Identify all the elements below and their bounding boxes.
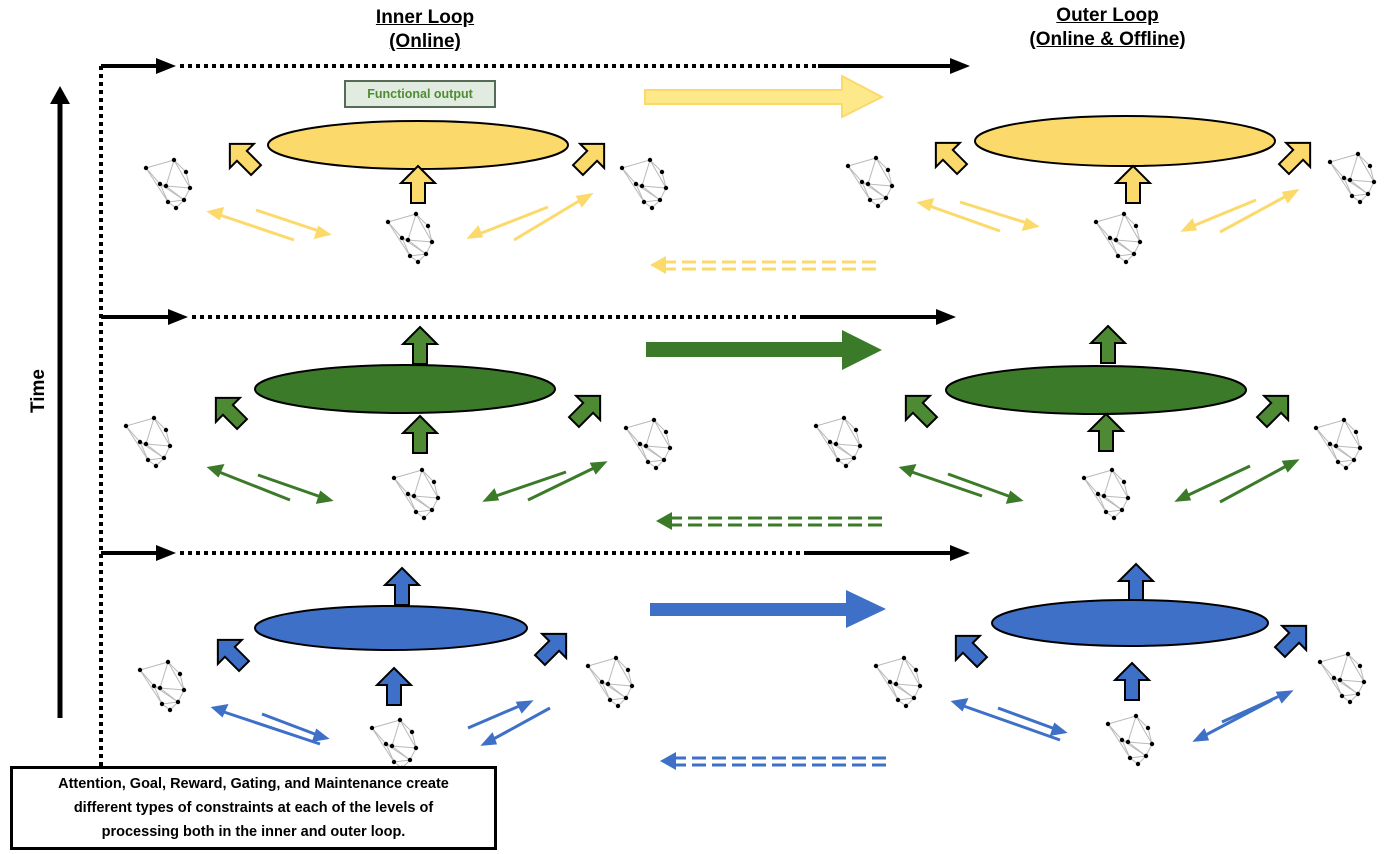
network-graph-icon xyxy=(1313,417,1363,471)
network-graph-icon xyxy=(391,467,441,521)
up-arrow-icon xyxy=(216,130,270,184)
inner-loop-heading: Inner Loop (Online) xyxy=(330,6,520,54)
network-graph-icon xyxy=(385,211,435,265)
inner-ellipse-bottom xyxy=(254,605,528,651)
network-graph-icon xyxy=(873,655,923,709)
outer-loop-heading: Outer Loop (Online & Offline) xyxy=(1000,4,1215,52)
level-middle xyxy=(123,325,1363,530)
network-graph-icon xyxy=(623,417,673,471)
up-arrow-icon xyxy=(1088,413,1124,452)
outer-ellipse-bottom xyxy=(991,599,1269,647)
caption-box: Attention, Goal, Reward, Gating, and Mai… xyxy=(10,766,497,850)
up-arrow-icon xyxy=(1114,662,1150,701)
network-graph-icon xyxy=(1081,467,1131,521)
forward-arrow-middle xyxy=(646,330,882,370)
up-arrow-icon xyxy=(942,622,996,676)
level-bottom xyxy=(137,563,1367,771)
up-arrow-icon xyxy=(1266,612,1320,666)
up-arrow-icon xyxy=(376,667,412,706)
timeline-row-top xyxy=(101,58,970,74)
outer-ellipse-middle xyxy=(945,365,1247,415)
network-graph-icon xyxy=(143,157,193,211)
network-graph-icon xyxy=(845,155,895,209)
network-graph-icon xyxy=(1093,211,1143,265)
up-arrow-icon xyxy=(400,165,436,204)
return-arrow-bottom xyxy=(660,752,888,770)
inner-loop-subtitle: (Online) xyxy=(389,31,461,52)
up-arrow-icon xyxy=(564,130,618,184)
functional-output-box: Functional output xyxy=(344,80,496,108)
up-arrow-icon xyxy=(1115,165,1151,204)
up-arrow-icon xyxy=(560,382,614,436)
up-arrow-icon xyxy=(1090,325,1126,364)
up-arrow-icon xyxy=(402,415,438,454)
up-arrow-icon xyxy=(526,620,580,674)
caption-line-1: Attention, Goal, Reward, Gating, and Mai… xyxy=(58,776,449,792)
up-arrow-icon xyxy=(1248,382,1302,436)
return-arrow-top xyxy=(650,256,878,274)
up-arrow-icon xyxy=(1118,563,1154,602)
return-arrow-middle xyxy=(656,512,884,530)
level-top xyxy=(143,74,1377,274)
time-axis-label: Time xyxy=(28,369,49,414)
inner-ellipse-middle xyxy=(254,364,556,414)
network-graph-icon xyxy=(369,717,419,771)
caption-line-2: different types of constraints at each o… xyxy=(73,800,434,816)
network-graph-icon xyxy=(1327,151,1377,205)
timeline-row-middle xyxy=(101,309,956,325)
outer-ellipse-top xyxy=(974,115,1276,167)
network-graph-icon xyxy=(1317,651,1367,705)
up-arrow-icon xyxy=(892,382,946,436)
up-arrow-icon xyxy=(384,567,420,606)
forward-arrow-top xyxy=(644,74,885,119)
outer-loop-subtitle: (Online & Offline) xyxy=(1029,29,1186,50)
caption-line-3: processing both in the inner and outer l… xyxy=(101,824,406,840)
network-graph-icon xyxy=(813,415,863,469)
network-graph-icon xyxy=(585,655,635,709)
network-graph-icon xyxy=(123,415,173,469)
outer-loop-title: Outer Loop xyxy=(1056,5,1159,26)
inner-loop-title: Inner Loop xyxy=(375,7,475,28)
timeline-row-bottom xyxy=(101,545,970,561)
up-arrow-icon xyxy=(202,384,256,438)
up-arrow-icon xyxy=(204,626,258,680)
forward-arrow-bottom xyxy=(650,590,886,628)
up-arrow-icon xyxy=(1270,129,1324,183)
network-graph-icon xyxy=(137,659,187,713)
up-arrow-icon xyxy=(402,326,438,365)
time-axis xyxy=(50,86,70,718)
network-graph-icon xyxy=(1105,713,1155,767)
network-graph-icon xyxy=(619,157,669,211)
up-arrow-icon xyxy=(922,129,976,183)
inner-ellipse-top xyxy=(267,120,569,170)
